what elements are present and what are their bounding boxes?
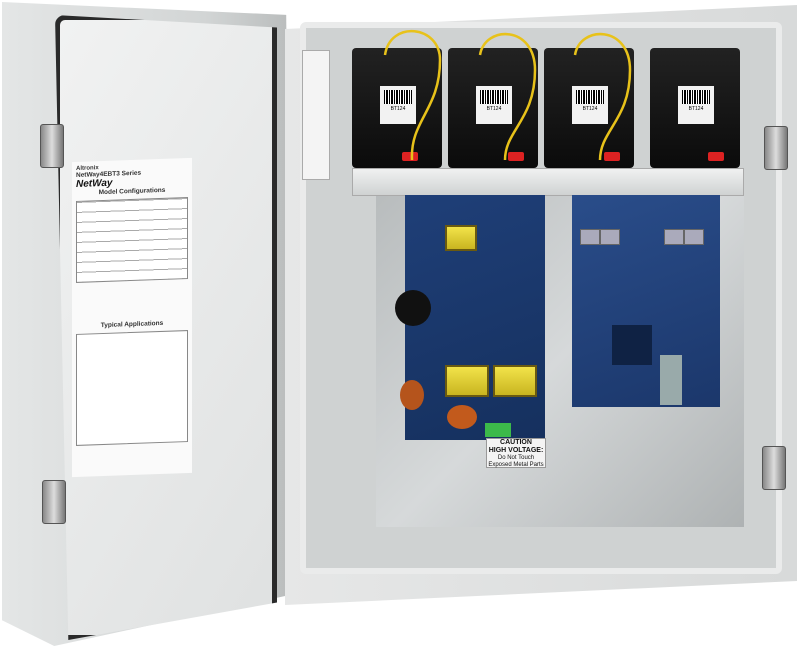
hinge-bottom [762,446,786,490]
battery-label: BT124 [582,106,598,112]
battery-label: BT124 [688,106,704,112]
caution-line1: Do Not Touch [497,455,535,461]
caution-subtitle: HIGH VOLTAGE: [488,447,544,454]
capacitor [395,290,431,326]
side-sticker [302,50,330,180]
hinge-top [764,126,788,170]
sfp-cage [660,355,682,405]
caution-line2: Exposed Metal Parts [488,462,544,468]
battery-label: BT124 [390,106,406,112]
toroid [447,405,477,429]
terminal-block [485,423,511,437]
battery: BT124 [448,48,538,168]
toroid [400,380,424,410]
poe-switch-board [572,195,720,407]
battery: BT124 [544,48,634,168]
caution-title: CAUTION [500,439,532,446]
door-latch-bottom[interactable] [42,480,66,524]
door-latch-top[interactable] [40,124,64,168]
battery-label: BT124 [486,106,502,112]
caution-label: CAUTION HIGH VOLTAGE: Do Not Touch Expos… [486,438,546,468]
power-supply-board [395,195,545,440]
battery: BT124 [650,48,740,168]
battery-shelf [352,168,744,196]
